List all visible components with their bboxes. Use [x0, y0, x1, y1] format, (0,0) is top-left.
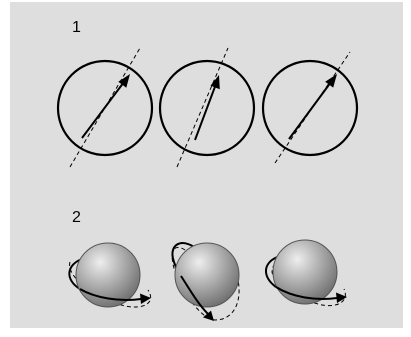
sphere [76, 243, 140, 307]
row-1-label: 1 [72, 19, 81, 36]
sphere [273, 240, 337, 304]
row-2-label: 2 [72, 209, 81, 226]
sphere [175, 243, 239, 307]
